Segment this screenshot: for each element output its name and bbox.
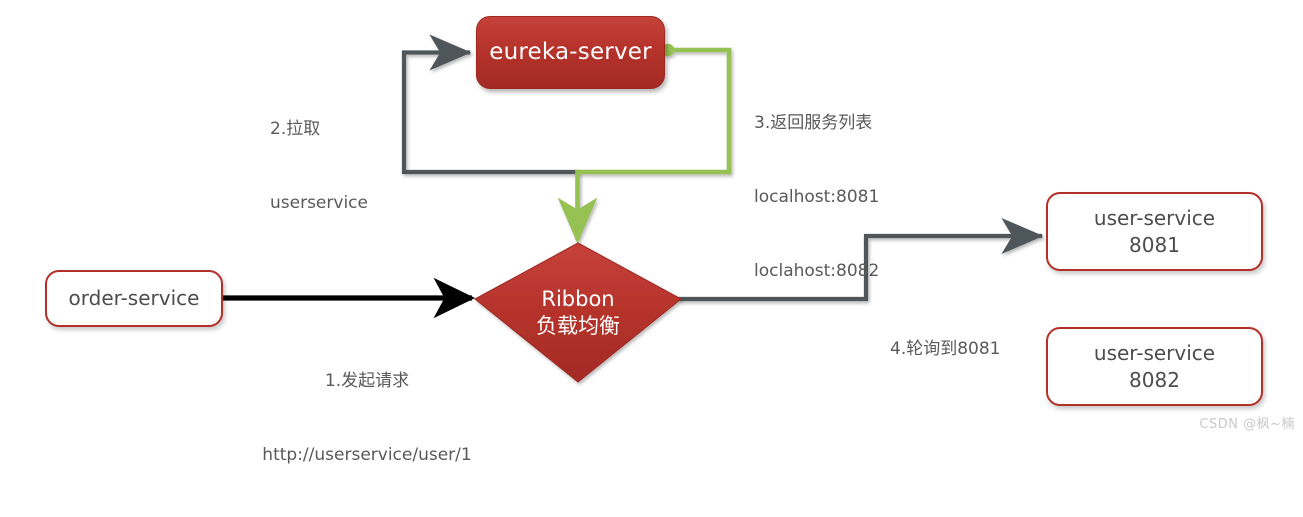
node-ribbon[interactable]: Ribbon 负载均衡 xyxy=(475,243,681,382)
edge-label-step3: 3.返回服务列表 localhost:8081 loclahost:8082 xyxy=(754,62,879,333)
node-eureka-server[interactable]: eureka-server xyxy=(476,16,665,89)
node-order-service[interactable]: order-service xyxy=(45,270,223,327)
node-user-service-8082-line1: user-service xyxy=(1093,340,1216,365)
connector-layer xyxy=(222,34,1044,383)
diagram-canvas: eureka-server order-service Ribbon 负载均衡 … xyxy=(45,16,1295,465)
edge-label-step2-line2: userservice xyxy=(270,193,368,214)
node-ribbon-line2: 负载均衡 xyxy=(536,313,620,338)
csdn-watermark: CSDN @枫~楠 xyxy=(1199,417,1295,432)
edge-label-step1: 1.发起请求 http://userservice/user/1 xyxy=(238,320,496,517)
node-user-service-8082-line2: 8082 xyxy=(1129,367,1180,392)
node-ribbon-line1: Ribbon xyxy=(541,287,615,312)
edge-label-step2: 2.拉取 userservice xyxy=(270,68,368,265)
node-user-service-8081-line2: 8081 xyxy=(1129,232,1180,257)
edge-label-step3-line2: localhost:8081 xyxy=(754,187,880,208)
node-user-service-8082[interactable]: user-service 8082 xyxy=(1046,327,1263,406)
edge-label-step1-line1: 1.发起请求 xyxy=(324,371,410,392)
node-order-service-label: order-service xyxy=(68,286,200,310)
edge-round-robin-8081 xyxy=(677,217,1044,302)
node-ribbon-text: Ribbon 负载均衡 xyxy=(475,243,681,382)
ribbon-diamond-shape[interactable] xyxy=(474,242,682,383)
edge-label-step2-line1: 2.拉取 xyxy=(270,119,321,140)
edge-label-step4-line1: 4.轮询到8081 xyxy=(890,339,1001,360)
edge-label-step1-line2: http://userservice/user/1 xyxy=(262,445,472,466)
node-user-service-8081-line1: user-service xyxy=(1093,205,1216,230)
node-user-service-8081[interactable]: user-service 8081 xyxy=(1046,192,1263,271)
edge-pull-userservice xyxy=(401,34,580,175)
node-eureka-server-label: eureka-server xyxy=(489,39,652,66)
edge-label-step3-line1: 3.返回服务列表 xyxy=(754,113,873,134)
edge-label-step4: 4.轮询到8081 xyxy=(890,288,1000,411)
edge-label-step3-line3: loclahost:8082 xyxy=(754,261,880,282)
